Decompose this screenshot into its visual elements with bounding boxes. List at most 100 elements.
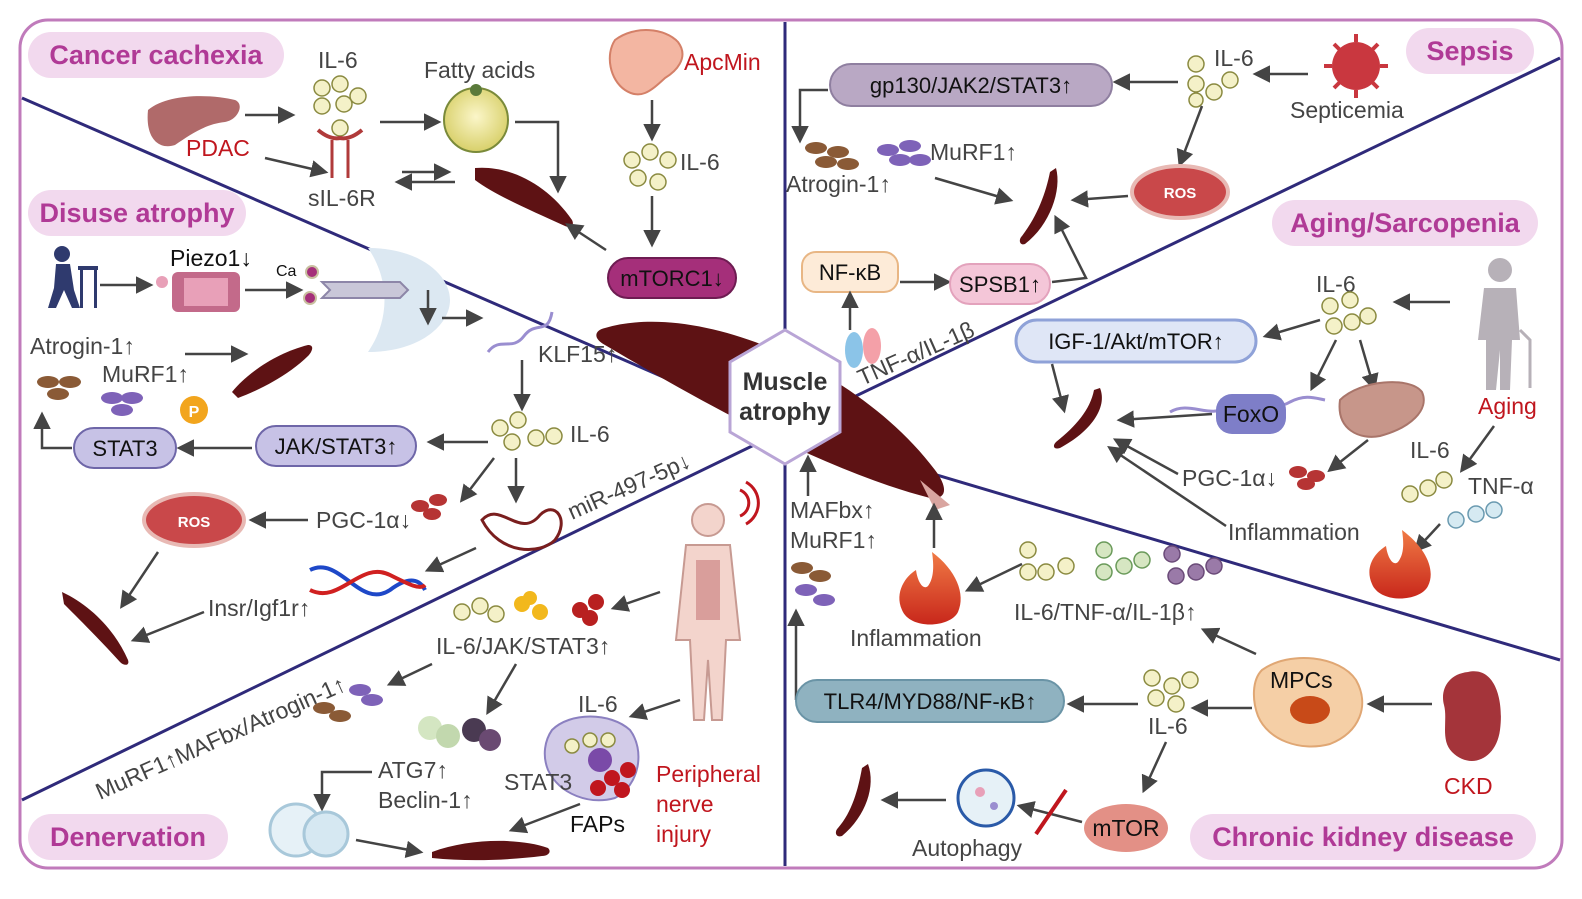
pgc-label: PGC-1α↓ — [1182, 465, 1277, 491]
aging-title: Aging/Sarcopenia — [1290, 208, 1521, 238]
autophagy-label: Autophagy — [912, 835, 1022, 861]
arrow — [355, 838, 424, 859]
murf1-protein-icons — [877, 140, 931, 166]
aging-label: Aging — [1478, 393, 1537, 419]
dna-helix-icon — [486, 311, 554, 353]
section-disuse-atrophy: Disuse atrophy Piezo1↓ Ca KLF15↑ IL-6 — [28, 190, 694, 665]
gp130-label: gp130/JAK2/STAT3↑ — [870, 73, 1072, 98]
ca-label: Ca — [276, 263, 297, 280]
pgc-label: PGC-1α↓ — [316, 507, 411, 533]
aging-title-badge — [1272, 200, 1538, 246]
center-label-line2: atrophy — [739, 398, 831, 426]
muscle-icon — [1053, 388, 1102, 449]
arrow — [120, 551, 160, 609]
arrow — [934, 176, 1014, 205]
pancreas-icon — [147, 96, 240, 147]
arrow — [1310, 339, 1338, 392]
arrow — [424, 546, 477, 573]
phosphate-label: P — [189, 404, 200, 421]
igf-pill — [1014, 318, 1258, 364]
tnf-label: TNF-α — [1468, 473, 1534, 499]
arrow — [1070, 190, 1129, 208]
arrow — [508, 802, 581, 834]
il6-particles — [1143, 669, 1199, 713]
il6-jak-label: IL-6/JAK/STAT3↑ — [436, 633, 610, 659]
cytokine-label: IL-6/TNF-α/IL-1β↑ — [1014, 599, 1196, 625]
arrow — [1200, 627, 1257, 656]
elderly-person-icon — [1478, 258, 1532, 390]
mtorc1-label: mTORC1↓ — [620, 266, 724, 291]
fat-cell-icon — [443, 87, 509, 153]
il6-cytokine-particles — [453, 591, 604, 626]
atrogin-protein-icons — [805, 142, 859, 170]
arrow — [1116, 410, 1213, 428]
arrow — [964, 562, 1023, 592]
apcmin-label: ApcMin — [684, 49, 761, 75]
sepsis-title-badge — [1406, 28, 1534, 74]
inflammation-label: Inflammation — [850, 625, 982, 651]
stat3-label: STAT3 — [92, 436, 157, 461]
nerve-label-2: nerve — [656, 791, 714, 817]
inhibit-bar — [1034, 788, 1068, 836]
protein-icons — [791, 562, 835, 606]
murf1-label: MuRF1↑ — [930, 139, 1017, 165]
arrow — [565, 223, 607, 252]
jak-stat3-label: JAK/STAT3↑ — [275, 434, 398, 459]
il6-label: IL-6 — [570, 421, 610, 447]
inflammation-fire-icon — [899, 552, 961, 625]
fatty-acids-label: Fatty acids — [424, 57, 535, 83]
mitochondria-ros-icon: ROS — [142, 492, 246, 548]
gp130-pill — [829, 63, 1113, 107]
kidney-icon — [1443, 671, 1501, 761]
nerve-label-3: injury — [656, 821, 711, 847]
piezo-channel-icon — [156, 272, 240, 312]
arrow — [1176, 105, 1204, 168]
muscle-icon — [62, 592, 129, 665]
ckd-title: Chronic kidney disease — [1212, 822, 1514, 852]
divider-left-lower — [21, 428, 786, 802]
ckd-label: CKD — [1444, 773, 1493, 799]
stat3-label: STAT3 — [504, 769, 572, 795]
sil6r-label: sIL-6R — [308, 185, 376, 211]
arrow — [1050, 363, 1069, 414]
atrogin-label: Atrogin-1↑ — [786, 171, 891, 197]
section-aging: Aging/Sarcopenia Aging IL-6 IGF-1/Akt/mT… — [1014, 200, 1538, 599]
arrow — [1413, 523, 1441, 553]
il6-particles — [313, 75, 367, 115]
calcium-channel-icon — [319, 281, 410, 299]
phosphate-badge — [180, 396, 208, 424]
muscle-icon — [232, 345, 313, 398]
muscle-icon — [432, 840, 550, 861]
stat3-pill — [73, 427, 177, 469]
arrow — [313, 770, 372, 812]
il6-particles — [491, 411, 563, 451]
receptor-icon — [845, 328, 881, 368]
faps-label: FAPs — [570, 811, 625, 837]
arrow — [515, 120, 567, 194]
inflammation-label: Inflammation — [1228, 519, 1360, 545]
autophagosome-icon — [956, 768, 1016, 828]
muscle-icon — [835, 764, 871, 837]
nfkb-label: NF-κB — [819, 260, 881, 285]
muscle-icon — [1019, 168, 1058, 245]
il6-particles — [1321, 291, 1377, 335]
cytokine-particles — [1019, 541, 1223, 585]
denervation-title-badge — [28, 814, 228, 860]
mafbx-label: MAFbx↑ — [790, 497, 874, 523]
human-body-icon — [674, 480, 760, 721]
murf1-protein-icons — [101, 392, 143, 416]
svg-text:ROS: ROS — [178, 514, 211, 531]
divider-right-upper — [784, 56, 1561, 432]
fat-cell-nucleus-icon — [470, 84, 482, 96]
arrow — [610, 590, 661, 612]
pgc-protein-icons — [1289, 466, 1325, 490]
beclin-label: Beclin-1↑ — [378, 787, 473, 813]
center-label-line1: Muscle — [743, 368, 828, 396]
section-denervation: Denervation MuRF1↑MAFbx/Atrogin-1↑ IL-6/… — [28, 480, 761, 861]
cancer-title: Cancer cachexia — [49, 40, 263, 70]
atg7-label: ATG7↑ — [378, 757, 448, 783]
arrow — [459, 457, 495, 503]
sepsis-title: Sepsis — [1426, 36, 1513, 66]
arrow — [1262, 318, 1321, 341]
tlr4-pill — [795, 679, 1065, 723]
